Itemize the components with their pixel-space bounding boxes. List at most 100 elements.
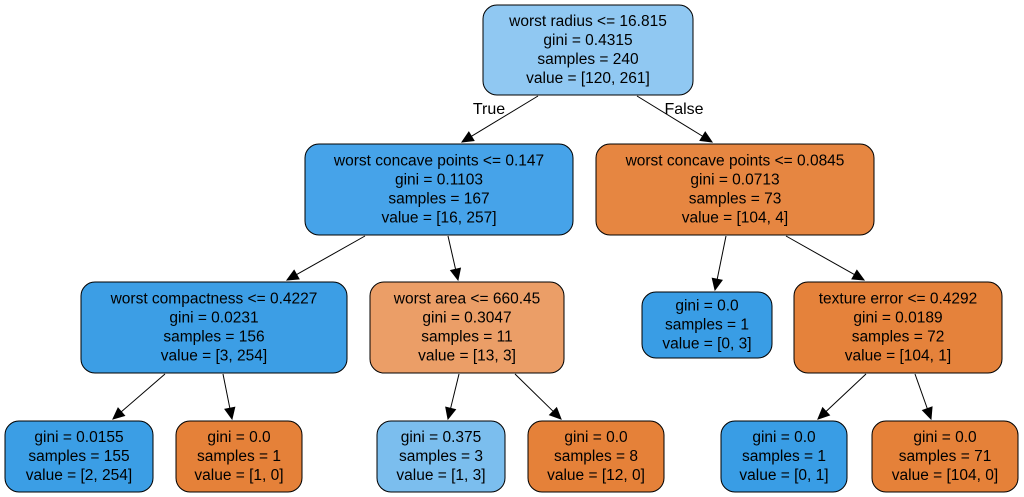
arrowhead-icon [921,406,933,421]
node-text-line: texture error <= 0.4292 [819,291,978,308]
node-text-line: value = [1, 3] [396,467,485,484]
node-text-line: gini = 0.0 [675,298,739,315]
edge-n4-n9 [445,373,460,421]
node-text-line: samples = 72 [852,329,945,346]
node-text-line: samples = 8 [554,448,638,465]
tree-node-n3: worst compactness <= 0.4227 gini = 0.0231… [80,281,348,374]
node-text-line: value = [16, 257] [381,210,496,227]
node-text-line: samples = 167 [388,191,489,208]
edge-n1-n4 [447,235,462,282]
edge-line [914,373,928,409]
node-text-line: samples = 11 [421,329,512,346]
node-text-line: gini = 0.3047 [422,310,511,327]
node-text-line: value = [120, 261] [526,70,650,87]
node-text-line: gini = 0.0 [752,429,816,446]
edge-n0-n2: False [636,95,714,143]
tree-node-n8: gini = 0.0 samples = 1 value = [1, 0] [175,420,303,493]
node-box [369,281,565,374]
tree-node-n12: gini = 0.0 samples = 71 value = [104, 0] [871,420,1019,493]
tree-node-n10: gini = 0.0 samples = 8 value = [12, 0] [527,420,665,493]
node-text-line: value = [12, 0] [547,467,645,484]
node-text-line: gini = 0.0713 [690,172,779,189]
node-text-line: samples = 71 [899,448,992,465]
node-text-line: worst concave points <= 0.0845 [625,153,845,170]
edge-n1-n3 [285,235,366,281]
node-box [641,291,773,359]
node-text-line: samples = 240 [537,51,639,68]
tree-node-n4: worst area <= 660.45 gini = 0.3047 samples… [369,281,565,374]
edge-n2-n6 [785,235,866,281]
edge-layer: True False [112,95,933,421]
node-text-line: gini = 0.0 [913,429,977,446]
node-box [482,4,694,96]
edge-n3-n8 [222,373,236,421]
node-text-line: worst radius <= 16.815 [508,13,667,30]
node-text-line: value = [104, 4] [682,210,788,227]
arrowhead-icon [112,407,126,420]
arrowhead-icon [449,267,462,282]
node-text-line: samples = 73 [689,191,782,208]
node-text-line: samples = 155 [28,448,129,465]
edge-label-true: True [473,101,505,118]
node-text-line: samples = 3 [399,448,483,465]
edge-line [447,235,457,270]
tree-node-n9: gini = 0.375 samples = 3 value = [1, 3] [376,420,506,493]
edge-line [825,373,867,412]
node-text-line: gini = 0.0189 [853,310,942,327]
arrowhead-icon [711,277,723,292]
node-box [304,143,574,236]
node-box [175,420,303,493]
arrowhead-icon [817,406,831,420]
node-text-line: gini = 0.375 [401,429,482,446]
node-box [871,420,1019,493]
node-text-line: gini = 0.0155 [34,429,123,446]
edge-n4-n10 [514,373,562,420]
node-text-line: samples = 1 [665,317,749,334]
edge-n0-n1: True [460,95,539,143]
node-layer: worst radius <= 16.815 gini = 0.4315 sampl… [4,4,1019,493]
arrowhead-icon [285,269,300,281]
edge-n3-n7 [112,373,166,420]
node-text-line: worst compactness <= 0.4227 [110,291,318,308]
node-text-line: gini = 0.0231 [169,310,258,327]
arrowhead-icon [445,406,457,421]
node-text-line: samples = 1 [742,448,826,465]
node-text-line: gini = 0.0 [207,429,271,446]
node-text-line: value = [104, 0] [892,467,998,484]
node-box [376,420,506,493]
node-box [4,420,154,493]
edge-line [120,373,166,413]
node-text-line: samples = 1 [197,448,281,465]
node-text-line: value = [13, 3] [418,348,516,365]
node-box [720,420,848,493]
arrowhead-icon [224,406,236,421]
node-text-line: gini = 0.1103 [395,172,483,189]
arrowhead-icon [460,131,475,143]
node-text-line: gini = 0.4315 [543,32,632,49]
edge-n6-n11 [817,373,867,420]
edge-line [785,235,855,276]
edge-line [222,373,231,409]
node-text-line: value = [1, 0] [194,467,283,484]
node-box [793,281,1003,374]
edge-label-false: False [664,101,703,118]
edge-line [636,95,703,137]
tree-node-n0: worst radius <= 16.815 gini = 0.4315 sampl… [482,4,694,96]
edge-n6-n12 [914,373,933,421]
node-box [595,143,875,236]
arrowhead-icon [548,406,562,420]
edge-line [514,373,554,412]
tree-node-n6: texture error <= 0.4292 gini = 0.0189 samp… [793,281,1003,374]
node-text-line: gini = 0.0 [564,429,628,446]
edge-n2-n5 [711,235,727,292]
node-text-line: value = [0, 1] [739,467,828,484]
tree-node-n2: worst concave points <= 0.0845 gini = 0.0… [595,143,875,236]
node-text-line: samples = 156 [163,329,264,346]
edge-line [450,373,460,409]
node-box [527,420,665,493]
node-text-line: worst area <= 660.45 [393,291,541,308]
